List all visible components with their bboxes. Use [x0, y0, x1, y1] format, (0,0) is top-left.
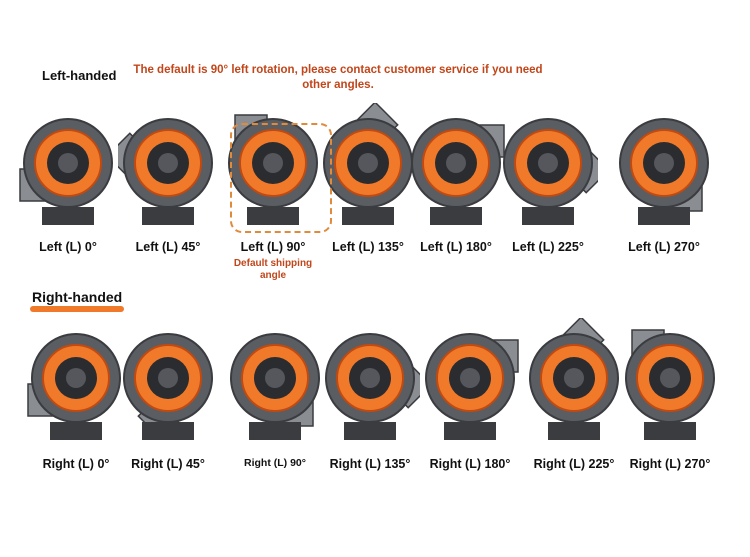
left-caption-225: Left (L) 225° — [512, 240, 584, 254]
default-shipping-note: Default shipping angle — [233, 258, 313, 281]
mount-base — [644, 422, 696, 440]
right-caption-180: Right (L) 180° — [429, 457, 511, 471]
mount-base — [430, 207, 482, 225]
mount-base — [42, 207, 94, 225]
mount-base — [142, 422, 194, 440]
right-fan-180 — [420, 318, 520, 451]
left-fan-0 — [18, 103, 118, 236]
left-caption-270: Left (L) 270° — [628, 240, 700, 254]
impeller-hub — [538, 153, 558, 173]
left-caption-135: Left (L) 135° — [332, 240, 404, 254]
mount-base — [548, 422, 600, 440]
right-caption-90: Right (L) 90° — [244, 457, 306, 469]
impeller-hub — [460, 368, 480, 388]
right-handed-title: Right-handed — [32, 289, 123, 305]
left-fan-45 — [106, 103, 218, 236]
impeller-hub — [360, 368, 380, 388]
mount-base — [249, 422, 301, 440]
right-caption-135: Right (L) 135° — [329, 457, 411, 471]
left-caption-0: Left (L) 0° — [39, 240, 97, 254]
impeller-hub — [58, 153, 78, 173]
left-caption-90: Left (L) 90° — [240, 240, 306, 254]
mount-base — [342, 207, 394, 225]
left-caption-45: Left (L) 45° — [135, 240, 201, 254]
impeller-hub — [263, 153, 283, 173]
left-fan-135 — [318, 101, 418, 236]
mount-base — [344, 422, 396, 440]
impeller-hub — [446, 153, 466, 173]
default-angle-highlight — [230, 123, 332, 233]
impeller-hub — [564, 368, 584, 388]
left-caption-180: Left (L) 180° — [420, 240, 492, 254]
right-fan-90 — [225, 318, 325, 451]
left-fan-180 — [406, 103, 506, 236]
right-fan-270 — [620, 318, 720, 451]
right-fan-0 — [26, 318, 126, 451]
mount-base — [247, 207, 299, 225]
right-fan-135 — [320, 318, 432, 451]
impeller-hub — [660, 368, 680, 388]
right-caption-45: Right (L) 45° — [131, 457, 205, 471]
impeller-hub — [654, 153, 674, 173]
mount-base — [142, 207, 194, 225]
right-fan-225 — [524, 316, 624, 451]
right-caption-0: Right (L) 0° — [42, 457, 110, 471]
left-fan-225 — [498, 103, 610, 236]
right-handed-underline — [30, 306, 124, 312]
mount-base — [522, 207, 574, 225]
impeller-hub — [66, 368, 86, 388]
mount-base — [444, 422, 496, 440]
left-fan-270 — [614, 103, 714, 236]
impeller-hub — [358, 153, 378, 173]
impeller-hub — [265, 368, 285, 388]
impeller-hub — [158, 153, 178, 173]
impeller-hub — [158, 368, 178, 388]
right-fan-45 — [118, 318, 218, 451]
mount-base — [50, 422, 102, 440]
mount-base — [638, 207, 690, 225]
right-caption-225: Right (L) 225° — [533, 457, 615, 471]
left-handed-title: Left-handed — [42, 68, 117, 83]
right-caption-270: Right (L) 270° — [629, 457, 711, 471]
default-rotation-notice: The default is 90° left rotation, please… — [133, 64, 543, 91]
